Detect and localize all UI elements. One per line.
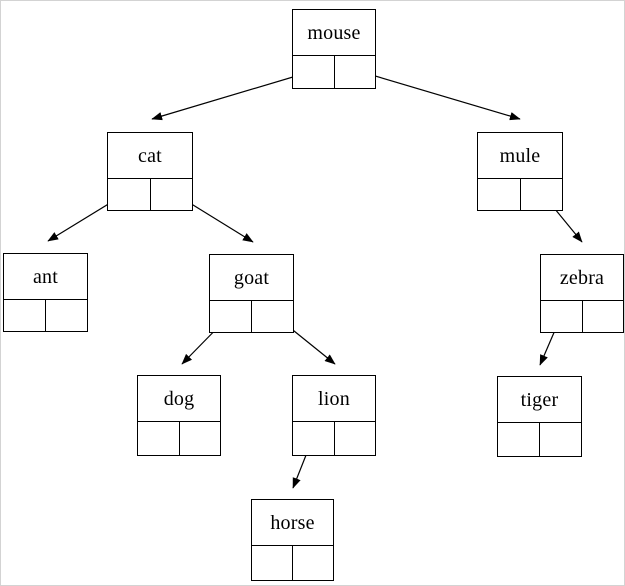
node-right-pointer-ant[interactable]: [46, 300, 87, 331]
node-pointer-row-horse: [252, 545, 333, 580]
node-pointer-row-dog: [138, 421, 220, 455]
node-label-zebra: zebra: [559, 266, 605, 289]
tree-edge-mouse-left-cat: [151, 70, 314, 121]
node-left-pointer-mule[interactable]: [478, 179, 521, 210]
node-right-pointer-goat[interactable]: [252, 301, 293, 332]
node-label-mule: mule: [499, 144, 541, 167]
node-right-pointer-horse[interactable]: [293, 546, 333, 580]
tree-node-lion[interactable]: lion: [292, 375, 376, 456]
node-right-pointer-lion[interactable]: [334, 422, 375, 455]
node-right-pointer-dog[interactable]: [179, 422, 220, 455]
node-label-dog: dog: [163, 387, 195, 410]
node-left-pointer-mouse[interactable]: [293, 56, 335, 88]
node-pointer-row-mouse: [293, 55, 375, 88]
node-label-lion: lion: [318, 387, 350, 410]
node-label-ant: ant: [32, 265, 59, 288]
node-left-pointer-zebra[interactable]: [541, 301, 583, 332]
node-pointer-row-ant: [4, 299, 87, 331]
node-pointer-row-goat: [210, 300, 293, 332]
node-label-mouse: mouse: [307, 21, 361, 44]
node-right-pointer-mule[interactable]: [520, 179, 562, 210]
node-right-pointer-zebra[interactable]: [582, 301, 623, 332]
node-pointer-row-mule: [478, 178, 562, 210]
node-left-pointer-ant[interactable]: [4, 300, 46, 331]
node-pointer-row-cat: [108, 178, 192, 210]
tree-node-goat[interactable]: goat: [209, 254, 294, 333]
node-label-cat: cat: [138, 144, 162, 167]
tree-node-mouse[interactable]: mouse: [292, 9, 376, 89]
node-pointer-row-zebra: [541, 300, 623, 332]
node-left-pointer-horse[interactable]: [252, 546, 293, 580]
tree-node-dog[interactable]: dog: [137, 375, 221, 456]
tree-node-mule[interactable]: mule: [477, 132, 563, 211]
node-right-pointer-tiger[interactable]: [540, 423, 581, 456]
tree-node-tiger[interactable]: tiger: [497, 376, 582, 457]
tree-node-zebra[interactable]: zebra: [540, 254, 624, 333]
tree-node-cat[interactable]: cat: [107, 132, 193, 211]
node-pointer-row-lion: [293, 421, 375, 455]
node-left-pointer-goat[interactable]: [210, 301, 252, 332]
node-left-pointer-tiger[interactable]: [498, 423, 540, 456]
node-left-pointer-dog[interactable]: [138, 422, 180, 455]
tree-node-horse[interactable]: horse: [251, 499, 334, 581]
tree-edge-mouse-right-mule: [354, 69, 521, 121]
node-label-horse: horse: [270, 511, 315, 534]
node-left-pointer-lion[interactable]: [293, 422, 335, 455]
tree-node-ant[interactable]: ant: [3, 253, 88, 332]
node-label-goat: goat: [233, 266, 270, 289]
node-label-tiger: tiger: [520, 388, 559, 411]
node-right-pointer-mouse[interactable]: [334, 56, 375, 88]
node-pointer-row-tiger: [498, 422, 581, 456]
node-right-pointer-cat[interactable]: [150, 179, 192, 210]
node-left-pointer-cat[interactable]: [108, 179, 151, 210]
